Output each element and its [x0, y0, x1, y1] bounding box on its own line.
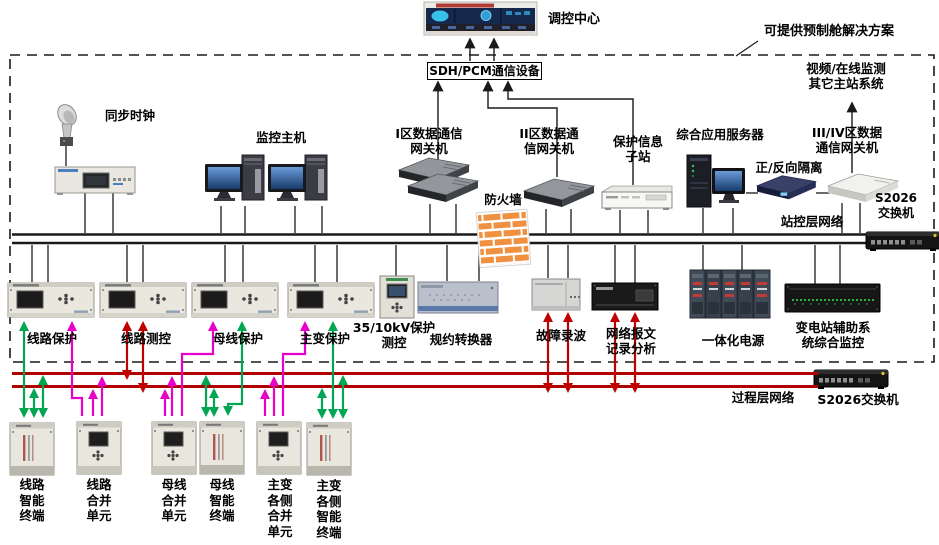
- fault-recorder-device: [531, 278, 581, 311]
- isolation-label: 正/反向隔离: [755, 160, 823, 175]
- control-center-photo: [423, 1, 538, 36]
- gw-zone2-label: II区数据通 信网关机: [519, 126, 579, 156]
- sdh-pcm-box: SDH/PCM通信设备: [427, 62, 542, 80]
- process-switch-device: [813, 369, 889, 390]
- kv-protection-label: 35/10kV保护 测控: [352, 320, 436, 350]
- network-message-label: 网络报文 记录分析: [605, 326, 657, 356]
- integrated-power-cabinets: [689, 269, 771, 319]
- aux-monitor-device: [784, 283, 881, 313]
- gw-zone34-label: III/IV区数据 通信网关机: [811, 125, 883, 155]
- terminal-bus-merge-device: [151, 421, 197, 475]
- satellite-antenna-icon: [57, 104, 77, 146]
- line-measure-device: [99, 282, 187, 318]
- gw-zone2-device: [523, 178, 595, 208]
- gw2-to-sdh-arrow: [482, 80, 558, 177]
- line-protection-device: [7, 282, 95, 318]
- station-bus-lines: [12, 233, 932, 245]
- annotation-leader-line: [735, 40, 759, 57]
- video-master-label: 视频/在线监测 其它主站系统: [806, 61, 886, 91]
- line-measure-label: 线路测控: [120, 331, 172, 346]
- sync-clock-label: 同步时钟: [104, 108, 156, 123]
- firewall-label: 防火墙: [484, 192, 522, 207]
- fault-recorder-label: 故障录波: [535, 328, 587, 343]
- transformer-protection-label: 主变保护: [299, 331, 351, 346]
- terminal-bus-merge-label: 母线 合并 单元: [161, 477, 187, 523]
- station-network-label: 站控层网络: [780, 214, 844, 229]
- monitor-host-label: 监控主机: [255, 130, 307, 145]
- integrated-power-label: 一体化电源: [701, 333, 765, 348]
- station-switch-label: S2026 交换机: [874, 191, 918, 220]
- terminal-line-merge-label: 线路 合并 单元: [86, 477, 112, 523]
- record-arrows-red: [122, 312, 640, 393]
- app-server-device: [686, 154, 745, 208]
- terminal-line-smart-device: [9, 422, 55, 476]
- station-boundary: [9, 54, 935, 363]
- protection-info-device: [600, 185, 673, 210]
- protection-info-label: 保护信息 子站: [612, 134, 664, 164]
- uplink-arrows: [432, 37, 858, 185]
- station-switch-device: [865, 231, 939, 252]
- control-center-label: 调控中心: [547, 12, 601, 27]
- monitor-host-workstation: [267, 154, 328, 202]
- terminal-tx-smart-device: [306, 422, 352, 476]
- process-network-label: 过程层网络: [731, 390, 795, 405]
- aux-monitor-label: 变电站辅助系 统综合监控: [795, 320, 871, 350]
- terminal-bus-smart-label: 母线 智能 终端: [209, 477, 235, 523]
- protinfo-to-sdh-arrow: [502, 80, 634, 185]
- firewall-icon: [475, 208, 532, 269]
- sync-clock-device: [54, 166, 136, 195]
- process-bus-lines: [12, 372, 818, 388]
- busbar-protection-label: 母线保护: [212, 331, 264, 346]
- monitor-host-workstation: [204, 154, 265, 202]
- process-switch-label: S2026交换机: [817, 392, 899, 407]
- prefab-annotation: 可提供预制舱解决方案: [763, 24, 895, 39]
- terminal-line-smart-label: 线路 智能 终端: [19, 477, 45, 523]
- isolation-device: [756, 175, 817, 200]
- terminal-tx-merge-device: [256, 421, 302, 475]
- connector-lines: [31, 146, 861, 284]
- protocol-converter-device: [417, 281, 499, 314]
- terminal-bus-smart-device: [199, 421, 245, 475]
- terminal-line-merge-device: [76, 421, 122, 475]
- protocol-converter-label: 规约转换器: [429, 332, 493, 347]
- terminal-tx-merge-label: 主变 各侧 合并 单元: [267, 477, 293, 539]
- kv-protection-device: [379, 275, 415, 319]
- app-server-label: 综合应用服务器: [676, 127, 764, 142]
- sv-arrows-magenta: [67, 321, 310, 416]
- goose-arrows-green: [19, 321, 348, 419]
- terminal-tx-smart-label: 主变 各侧 智能 终端: [316, 478, 342, 540]
- transformer-protection-device: [287, 282, 375, 318]
- busbar-protection-device: [191, 282, 279, 318]
- gw-zone1-label: I区数据通信 网关机: [395, 126, 463, 156]
- line-protection-label: 线路保护: [26, 331, 78, 346]
- network-message-device: [591, 282, 659, 311]
